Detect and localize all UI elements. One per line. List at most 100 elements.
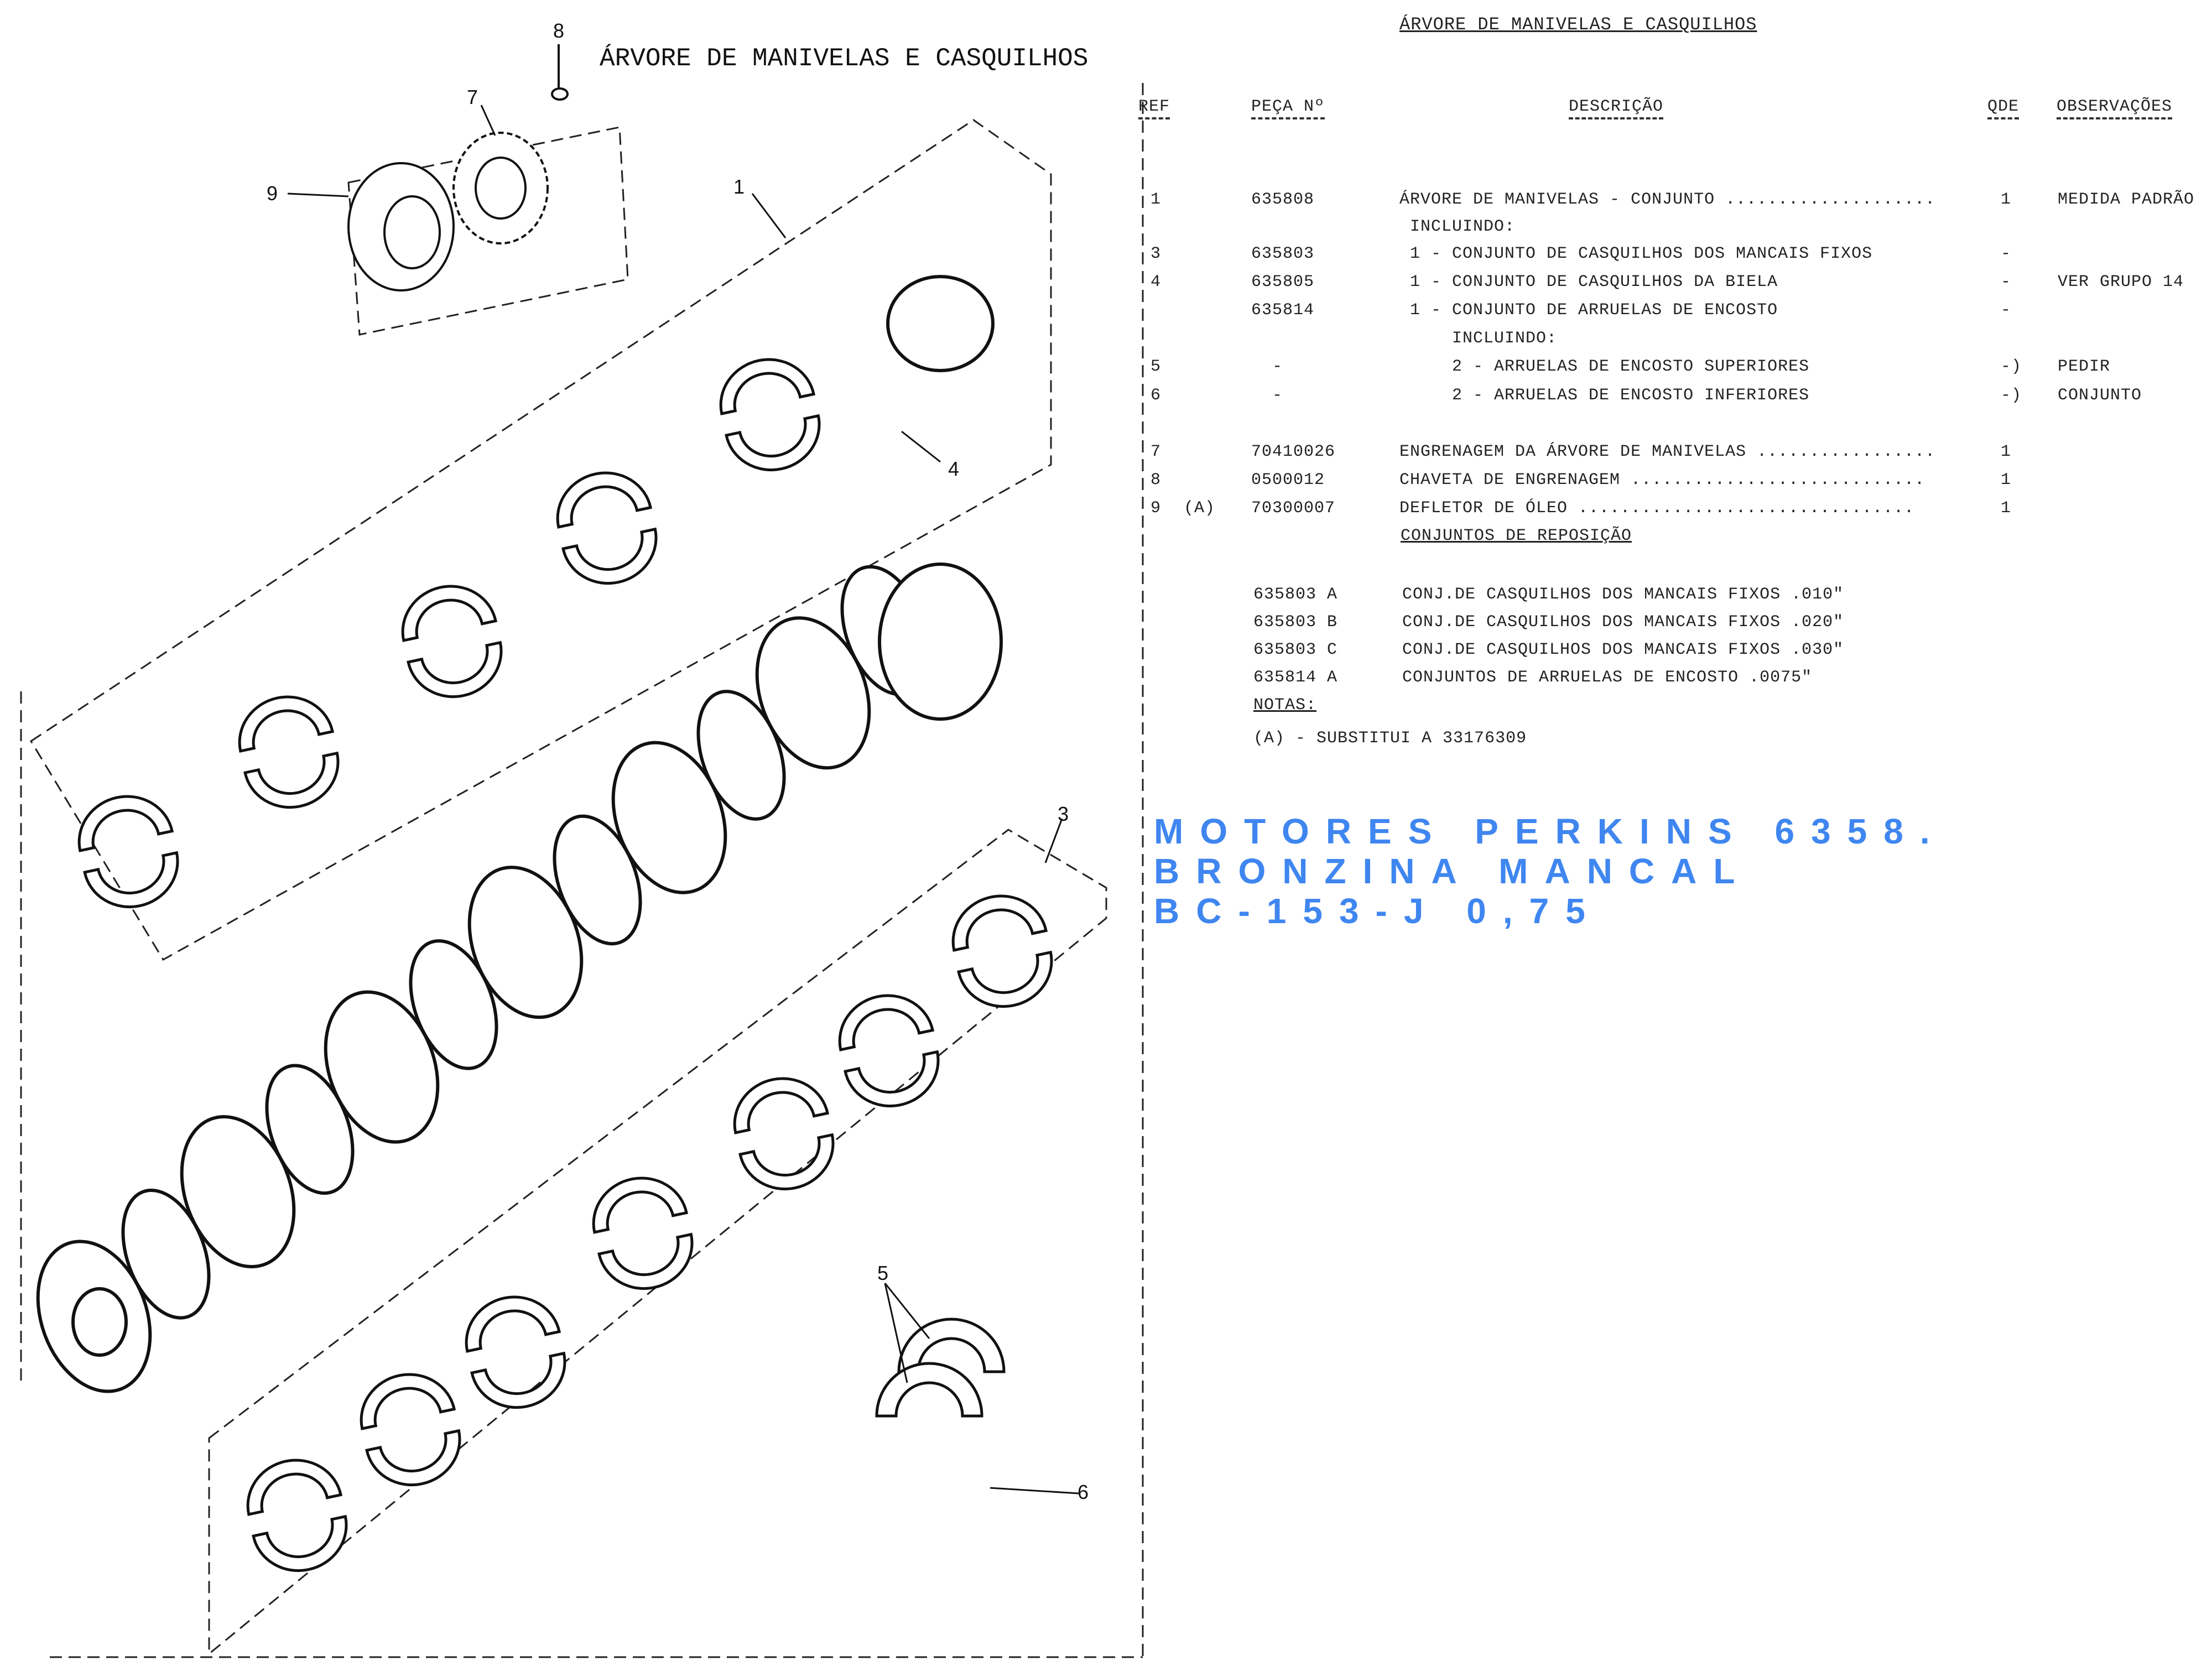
notes-label: NOTAS: [1253, 696, 1317, 715]
replacement-part: 635814 A [1253, 668, 1338, 687]
bearing-shell [401, 585, 503, 699]
crank-journal [121, 1188, 211, 1320]
crank-journal [553, 814, 642, 946]
row-ref: 6 [1151, 386, 1162, 405]
row-qty: -) [2001, 386, 2022, 405]
replacement-heading: CONJUNTOS DE REPOSIÇÃO [1401, 527, 1632, 545]
header-obs: OBSERVAÇÕES [2057, 97, 2173, 119]
bearing-shell [951, 894, 1053, 1008]
row-part: - [1251, 357, 1283, 376]
bearing-shell [592, 1176, 694, 1290]
thrust-washer [897, 1318, 1006, 1373]
row-qty: 1 [2001, 471, 2012, 490]
row-ref: 7 [1151, 442, 1162, 461]
replacement-desc: CONJ.DE CASQUILHOS DOS MANCAIS FIXOS .03… [1402, 641, 1844, 659]
bearing-shell [238, 695, 340, 809]
crank-journal [409, 939, 498, 1070]
overlay-line-1: MOTORES PERKINS 6358. [1154, 811, 1946, 851]
crank-web [324, 990, 440, 1144]
crank-journal [265, 1064, 355, 1195]
callout-6: 6 [1078, 1481, 1089, 1503]
callout-1: 1 [733, 175, 745, 198]
row-desc: 1 - CONJUNTO DE ARRUELAS DE ENCOSTO [1399, 301, 1778, 320]
overlay-line-2: BRONZINA MANCAL [1154, 851, 1752, 891]
row-obs: CONJUNTO [2058, 386, 2142, 405]
bearing-shell [733, 1077, 835, 1191]
row-desc: INCLUINDO: [1399, 217, 1516, 236]
bearing-shell [360, 1373, 461, 1487]
row-desc: INCLUINDO: [1399, 329, 1558, 348]
header-desc: DESCRIÇÃO [1569, 97, 1664, 119]
row-ref: 1 [1151, 190, 1162, 209]
crank-nose [71, 1287, 128, 1357]
callout-7: 7 [467, 86, 478, 108]
bearing-shell [838, 994, 940, 1108]
callout-5: 5 [877, 1262, 888, 1284]
exploded-parts-diagram: ÁRVORE DE MANIVELAS E CASQUILHOS 8 7 9 1… [20, 19, 1144, 1658]
row-qty: 1 [2001, 442, 2012, 461]
row-note: (A) [1184, 499, 1216, 518]
row-desc: DEFLETOR DE ÓLEO .......................… [1399, 499, 1915, 518]
replacement-desc: CONJ.DE CASQUILHOS DOS MANCAIS FIXOS .02… [1402, 613, 1844, 632]
row-ref: 9 [1151, 499, 1162, 518]
bearing-shell [719, 358, 821, 472]
row-desc: 2 - ARRUELAS DE ENCOSTO INFERIORES [1399, 386, 1810, 405]
replacement-desc: CONJ.DE CASQUILHOS DOS MANCAIS FIXOS .01… [1402, 585, 1844, 604]
row-ref: 3 [1151, 244, 1162, 263]
list-title: ÁRVORE DE MANIVELAS E CASQUILHOS [1399, 14, 1757, 35]
row-part: 635805 [1251, 273, 1315, 291]
row-desc: ÁRVORE DE MANIVELAS - CONJUNTO .........… [1399, 190, 1936, 209]
row-obs: MEDIDA PADRÃO [2058, 190, 2195, 209]
row-part: 635803 [1251, 244, 1315, 263]
row-obs: PEDIR [2058, 357, 2111, 376]
row-desc: 1 - CONJUNTO DE CASQUILHOS DOS MANCAIS F… [1399, 244, 1873, 263]
thrust-washer [875, 1362, 983, 1418]
note-a: (A) - SUBSTITUI A 33176309 [1253, 729, 1527, 748]
crankshaft [36, 563, 1003, 1393]
callout-4: 4 [948, 457, 959, 480]
row-ref: 5 [1151, 357, 1162, 376]
crank-flange [878, 563, 1003, 721]
bearing-shell [77, 795, 179, 909]
gear-and-deflector [347, 44, 569, 291]
callout-8: 8 [553, 19, 564, 42]
bearing-shell [465, 1295, 566, 1409]
row-qty: 1 [2001, 499, 2012, 518]
row-qty: 1 [2001, 190, 2012, 209]
replacement-part: 635803 A [1253, 585, 1338, 604]
connecting-rod-bearing [886, 275, 995, 372]
row-part: 0500012 [1251, 471, 1325, 490]
row-part: 635808 [1251, 190, 1315, 209]
crank-web [467, 866, 584, 1019]
row-qty: -) [2001, 357, 2022, 376]
row-desc: 1 - CONJUNTO DE CASQUILHOS DA BIELA [1399, 273, 1778, 291]
row-ref: 8 [1151, 471, 1162, 490]
overlay-line-3: BC-153-J 0,75 [1154, 891, 1602, 931]
gear-key [551, 87, 569, 101]
row-desc: ENGRENAGEM DA ÁRVORE DE MANIVELAS ......… [1399, 442, 1936, 461]
row-part: 635814 [1251, 301, 1315, 320]
row-part: 70410026 [1251, 442, 1336, 461]
row-ref: 4 [1151, 273, 1162, 291]
dashed-guide-lines [20, 83, 1144, 1658]
header-qty: QDE [1987, 97, 2020, 119]
bearing-shells [77, 275, 1053, 1573]
row-desc: CHAVETA DE ENGRENAGEM ..................… [1399, 471, 1925, 490]
header-ref: REF [1138, 97, 1170, 119]
crank-web [611, 741, 727, 894]
crank-journal [696, 690, 786, 821]
upper-group-box [29, 119, 1052, 961]
row-desc: 2 - ARRUELAS DE ENCOSTO SUPERIORES [1399, 357, 1810, 376]
row-qty: - [2001, 244, 2012, 263]
lower-group-box [208, 829, 1107, 1656]
bearing-shell [246, 1459, 348, 1573]
row-part: 70300007 [1251, 499, 1336, 518]
crank-web [180, 1115, 296, 1269]
replacement-part: 635803 C [1253, 641, 1338, 659]
row-part: - [1251, 386, 1283, 405]
callout-9: 9 [267, 182, 278, 205]
crank-web [755, 616, 871, 770]
callout-leaders [287, 105, 1079, 1495]
drawing-title: ÁRVORE DE MANIVELAS E CASQUILHOS [600, 44, 1088, 73]
gear-group-box [347, 126, 629, 336]
